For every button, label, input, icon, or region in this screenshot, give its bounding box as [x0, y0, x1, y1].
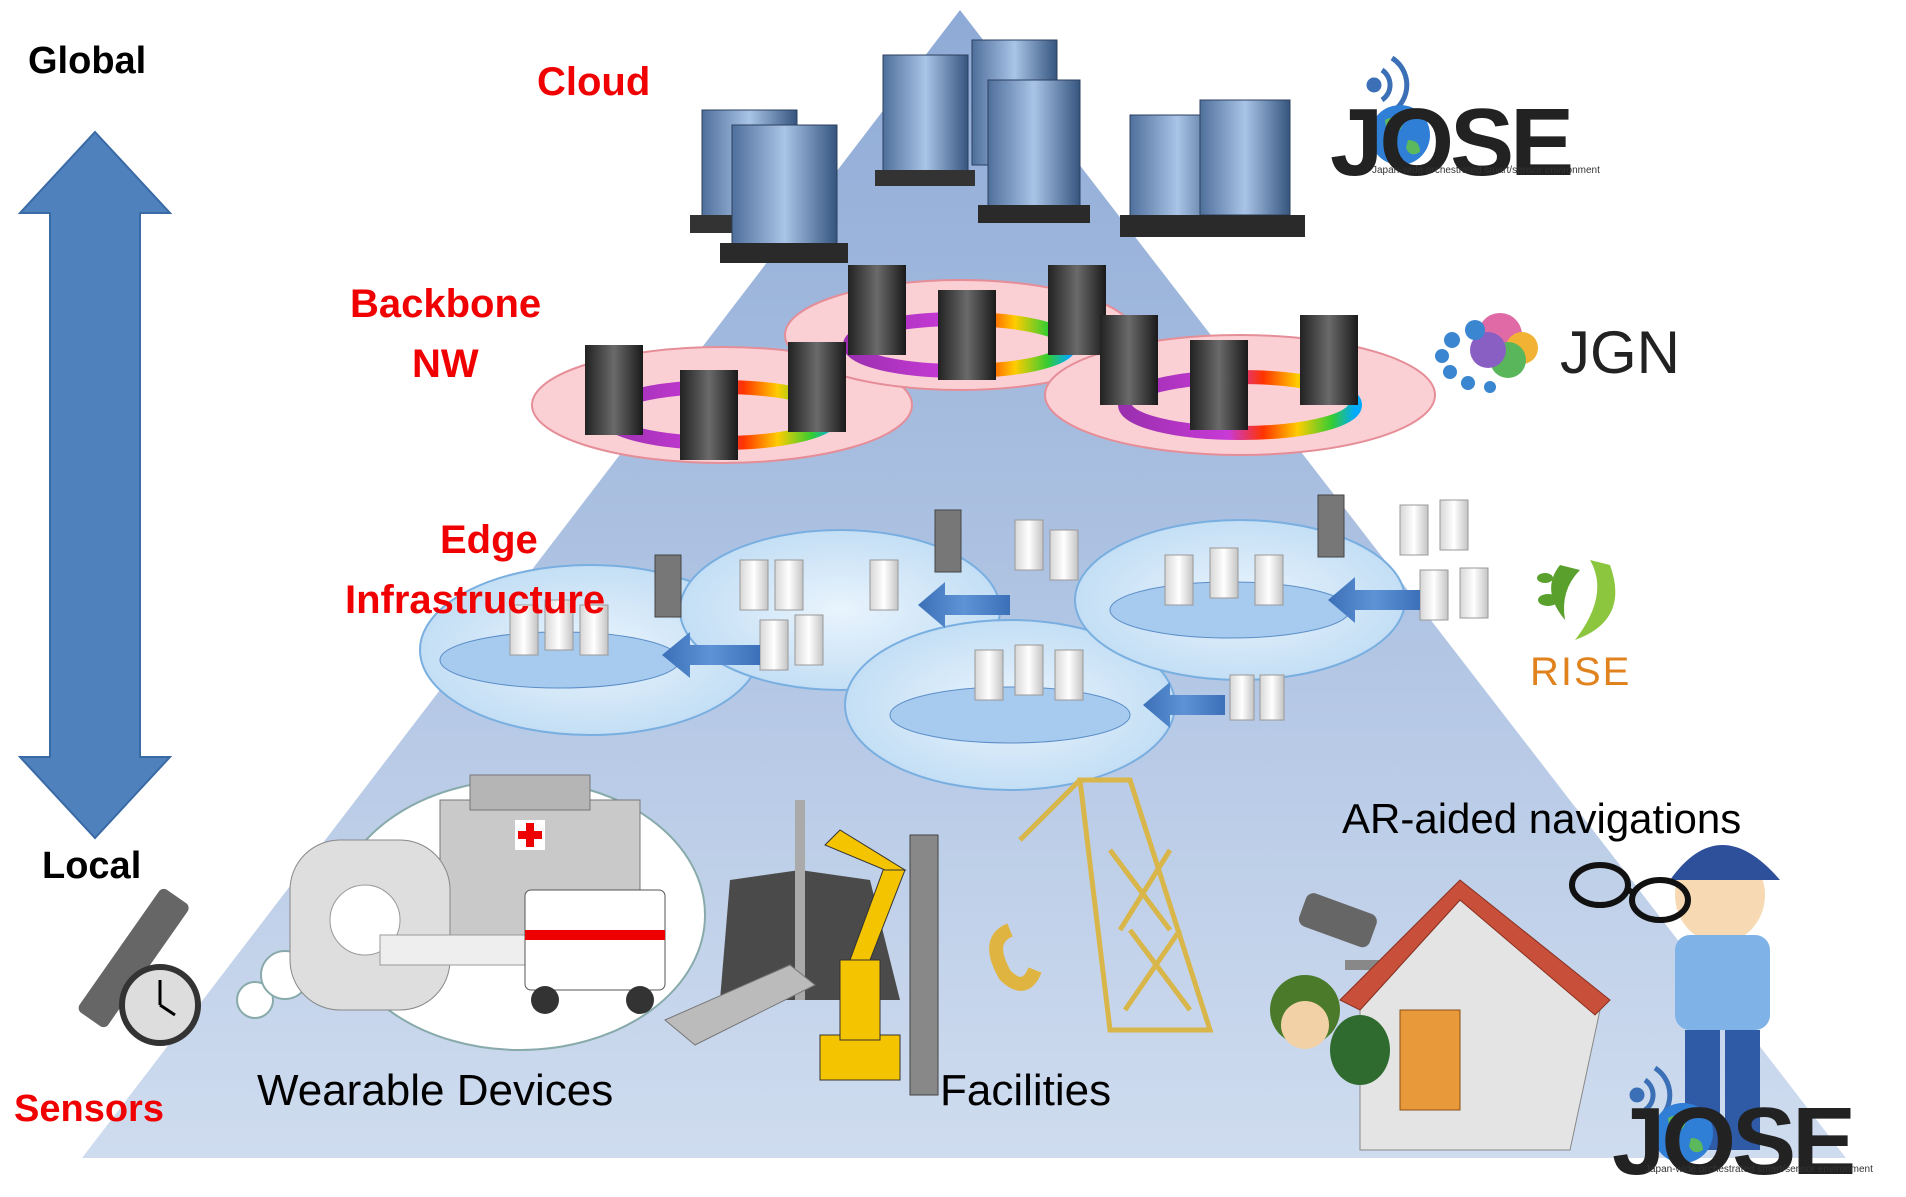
global-local-arrow — [17, 130, 173, 840]
jose-logo-bottom-wordmark: JOSE — [1612, 1088, 1856, 1195]
rise-logo-icon — [1537, 560, 1616, 640]
wristwatch-icon — [78, 888, 201, 1046]
jgn-logo-wordmark: JGN — [1560, 319, 1680, 386]
layer-sensors-label: Sensors — [14, 1088, 164, 1130]
backbone-server-racks — [585, 265, 1358, 460]
layer-cloud-label: Cloud — [537, 60, 651, 104]
jose-logo-bottom-tagline: Japan-wide orchestrated smart/sensor env… — [1645, 1164, 1873, 1175]
house-icon — [1339, 879, 1611, 1151]
ambulance-icon — [524, 889, 666, 1014]
caption-ar-aided-navigations: AR-aided navigations — [1342, 795, 1742, 842]
jose-logo-top-wordmark: JOSE — [1330, 89, 1574, 196]
edge-data-flow-arrows — [662, 577, 1420, 728]
thief-character-icon — [1270, 975, 1390, 1085]
caption-facilities: Facilities — [940, 1066, 1112, 1115]
ar-glasses-icon — [1569, 862, 1691, 923]
jgn-logo-icon — [1435, 313, 1538, 393]
layer-edge-label-line2: Infrastructure — [345, 578, 606, 622]
caption-wearable-devices: Wearable Devices — [257, 1066, 614, 1115]
scale-local-label: Local — [42, 845, 142, 887]
jose-logo-top-globe-icon — [1370, 105, 1430, 165]
layer-backbone-label-line1: Backbone — [350, 282, 542, 326]
jose-logo-top-signal-icon — [1366, 55, 1410, 115]
jose-logo-bottom-globe-icon — [1653, 1103, 1713, 1163]
scale-global-label: Global — [28, 40, 147, 82]
cloud-datacenter-buildings — [690, 39, 1305, 263]
pallet-jack-icon — [664, 800, 816, 1046]
layer-backbone-label-line2: NW — [412, 342, 479, 386]
mri-scanner-icon — [289, 839, 541, 1011]
jose-logo-top-tagline: Japan-wide orchestrated smart/sensor env… — [1372, 165, 1600, 176]
rise-logo-wordmark: RISE — [1530, 650, 1632, 694]
police-officer-icon — [1670, 845, 1780, 1150]
layer-edge-label-line1: Edge — [440, 518, 538, 562]
edge-servers — [509, 494, 1489, 721]
industrial-robot-arm-icon — [819, 829, 907, 1081]
crane-icon — [989, 777, 1214, 1033]
